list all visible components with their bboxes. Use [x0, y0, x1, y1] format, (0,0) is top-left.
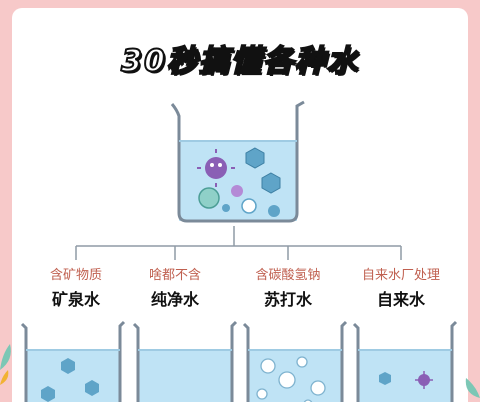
mineral-water-beaker-icon [20, 320, 126, 402]
branch-sub-pure: 啥都不含 [148, 268, 201, 283]
microbe-icon [197, 149, 235, 187]
soda-water-beaker-icon [242, 320, 348, 402]
diagram-graphics [20, 100, 458, 402]
branch-sub-tap: 自来水厂处理 [361, 268, 440, 283]
branch-name-mineral: 矿泉水 [51, 290, 100, 309]
branch-name-pure: 纯净水 [150, 290, 199, 309]
diagram-title: 30秒搞懂各种水 [120, 43, 359, 80]
branch-name-soda: 苏打水 [263, 290, 312, 309]
branch-sub-mineral: 含矿物质 [49, 268, 102, 283]
leaf-icon [0, 344, 11, 385]
leaf-icon [465, 378, 480, 398]
diagram-card: 30秒搞懂各种水 [12, 8, 468, 402]
bubble-icon [256, 356, 326, 402]
tap-water-beaker-icon [352, 320, 458, 402]
mineral-icon [245, 147, 281, 194]
branch-name-tap: 自来水 [376, 290, 425, 309]
branch-sub-soda: 含碳酸氢钠 [255, 268, 321, 283]
tree-connector [75, 226, 402, 260]
main-beaker-icon [170, 100, 305, 223]
pure-water-beaker-icon [132, 320, 238, 402]
